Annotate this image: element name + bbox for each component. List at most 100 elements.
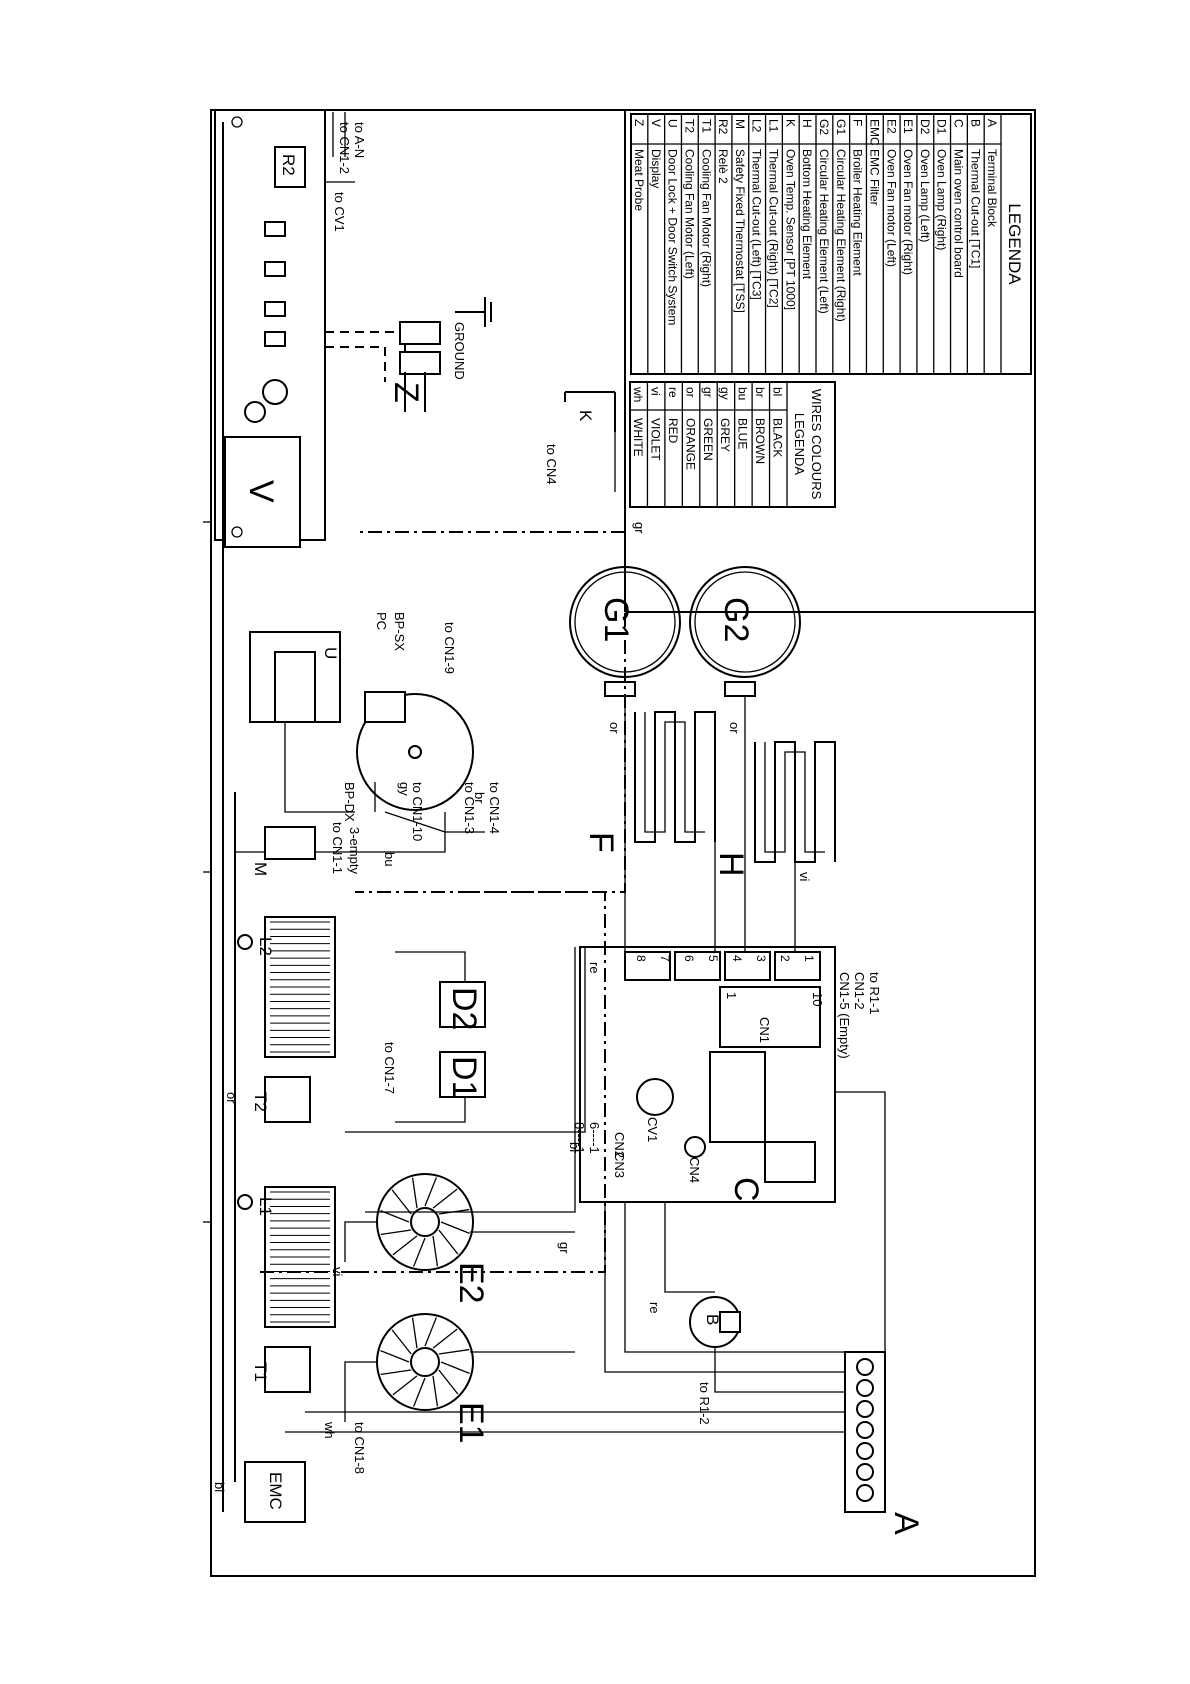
cn1-pin-10: 10 bbox=[810, 992, 825, 1006]
oven-lamp-D1 bbox=[439, 1051, 486, 1098]
legend-code: F bbox=[851, 119, 865, 126]
label-K: K bbox=[576, 410, 595, 422]
fan-blade bbox=[391, 1189, 412, 1215]
wire-tag-bu: bu bbox=[382, 852, 397, 866]
wire-legend-colour: BLUE bbox=[736, 418, 750, 449]
legend-description: Cooling Fan Motor (Left) bbox=[682, 149, 696, 279]
to-cn1-4-label: to CN1-4 bbox=[487, 782, 502, 834]
wire-tag-wh: wh bbox=[322, 1421, 337, 1439]
wire-legend-code: bl bbox=[771, 387, 785, 396]
fan-blade bbox=[432, 1375, 439, 1407]
oven-fans: E2 E1 to CN1-8 bbox=[352, 1173, 490, 1474]
fan-blade bbox=[432, 1188, 458, 1209]
wire-re bbox=[714, 1347, 845, 1393]
wire-bl bbox=[835, 1091, 886, 1512]
label-M: M bbox=[251, 862, 270, 876]
cooling-fan-T1-motor bbox=[264, 1346, 311, 1393]
fan-blade bbox=[438, 1369, 459, 1395]
cooling-fan-T2-blades bbox=[270, 921, 330, 1053]
wire-colour-legend: WIRES COLOURS LEGENDA blBLACKbrBROWNbuBL… bbox=[629, 381, 836, 508]
wire-legend-colour: VIOLET bbox=[648, 418, 662, 461]
legend-code: G2 bbox=[817, 119, 831, 135]
label-CN2: CN2 bbox=[612, 1132, 627, 1158]
wire-bl bbox=[604, 1202, 845, 1373]
broiler-element-coil bbox=[634, 711, 716, 843]
label-BP-DX: BP-DX bbox=[342, 782, 357, 822]
wire-legend-code: re bbox=[666, 387, 680, 398]
fan-blade bbox=[380, 1229, 412, 1236]
fan-blade bbox=[440, 1221, 470, 1234]
legend-description: Oven Lamp (Left) bbox=[918, 149, 932, 242]
label-Z: Z bbox=[387, 382, 425, 403]
legend-code: C bbox=[952, 119, 966, 128]
oven-fan-E2-hub bbox=[410, 1207, 440, 1237]
wire-legend-title-1: WIRES COLOURS bbox=[809, 389, 824, 500]
cooling-fans: T2 T1 L2 L1 bbox=[222, 122, 336, 1512]
wire-re bbox=[365, 947, 576, 1213]
to-r1-2-label: to R1-2 bbox=[697, 1382, 712, 1425]
legend-description: Bottom Heating Element bbox=[800, 149, 814, 280]
display-window bbox=[224, 436, 301, 548]
terminal-screw bbox=[856, 1442, 874, 1460]
legend-code: A bbox=[985, 119, 999, 127]
legend-code: K bbox=[783, 119, 797, 127]
display-connector bbox=[264, 261, 286, 277]
label-T2: T2 bbox=[251, 1092, 270, 1112]
wire-tag-re: re bbox=[587, 962, 602, 974]
wire-tags: gr or or vi re bl gr re wh bl bu gy br o… bbox=[212, 522, 812, 1492]
door-lock-U: U PC BP-SX BP-DX to CN1-9 to CN1-10 to C… bbox=[249, 612, 502, 841]
wire-legend-colour: ORANGE bbox=[683, 418, 697, 470]
relay-pin-label: 3 bbox=[754, 955, 768, 962]
safety-thermostat-M: M to CN1-1 3-empty bbox=[251, 822, 362, 876]
wire-tag-vi: vi bbox=[797, 872, 812, 882]
wire-legend-code: gy bbox=[718, 387, 732, 400]
wire-bu bbox=[315, 812, 446, 853]
legend-description: Cooling Fan Motor (Right) bbox=[699, 149, 713, 287]
relay-2 bbox=[724, 951, 771, 981]
thermostat-body bbox=[264, 826, 316, 860]
relay-pin-label: 2 bbox=[778, 955, 792, 962]
fan-blade bbox=[424, 1317, 437, 1347]
door-switch bbox=[364, 691, 406, 723]
legend-description: EMC Filter bbox=[867, 149, 881, 206]
bottom-element-coil-inner bbox=[764, 742, 825, 853]
wire-legend-rows: blBLACKbrBROWNbuBLUEgyGREYgrGREENorORANG… bbox=[629, 382, 785, 507]
legend-description: Oven Fan motor (Left) bbox=[884, 149, 898, 267]
fan-blade bbox=[424, 1177, 437, 1207]
label-D2: D2 bbox=[445, 987, 483, 1030]
oven-temp-sensor-K: K to CN4 bbox=[544, 391, 616, 492]
cooling-fan-T1-blades bbox=[270, 1191, 330, 1323]
legend-code: Z bbox=[632, 119, 646, 126]
label-G1: G1 bbox=[597, 597, 635, 642]
label-G2: G2 bbox=[717, 597, 755, 642]
terminal-screw bbox=[856, 1484, 874, 1502]
capacitor-CN4 bbox=[684, 1136, 706, 1158]
wire-tag-bl: bl bbox=[567, 1142, 582, 1152]
circular-heating-elements: G1 G2 bbox=[569, 566, 801, 697]
label-H: H bbox=[712, 852, 750, 877]
wire-legend-code: bu bbox=[736, 387, 750, 400]
terminal-screw bbox=[856, 1400, 874, 1418]
relay-1 bbox=[774, 951, 821, 981]
cn1-5-label: CN1-5 (Empty) bbox=[837, 972, 852, 1059]
legend-code: T2 bbox=[682, 119, 696, 133]
broiler-element-coil-inner bbox=[644, 712, 705, 833]
thermal-cutout-L2 bbox=[237, 934, 253, 950]
display-connector bbox=[264, 301, 286, 317]
mount-hole bbox=[231, 116, 243, 128]
display-board-V: V R2 to CN1-2 to A-N to CV1 bbox=[214, 109, 367, 548]
relay-R2 bbox=[274, 146, 306, 188]
thermal-cutout-L1 bbox=[237, 1194, 253, 1210]
oven-fan-E1-blades bbox=[380, 1317, 470, 1407]
wire-legend-colour: RED bbox=[666, 418, 680, 444]
probe-jack bbox=[404, 372, 426, 412]
relay-pin-label: 1 bbox=[802, 955, 816, 962]
legend-description: Broiler Heating Element bbox=[851, 149, 865, 276]
legend-description: Relè 2 bbox=[716, 149, 730, 184]
wire-legend-colour: GREEN bbox=[701, 418, 715, 461]
legend-code: D2 bbox=[918, 119, 932, 135]
wire-vi bbox=[344, 1361, 377, 1422]
wire-bl bbox=[345, 947, 586, 1133]
legend-description: Circular Heating Element (Right) bbox=[834, 149, 848, 322]
fan-blade bbox=[411, 1317, 418, 1349]
